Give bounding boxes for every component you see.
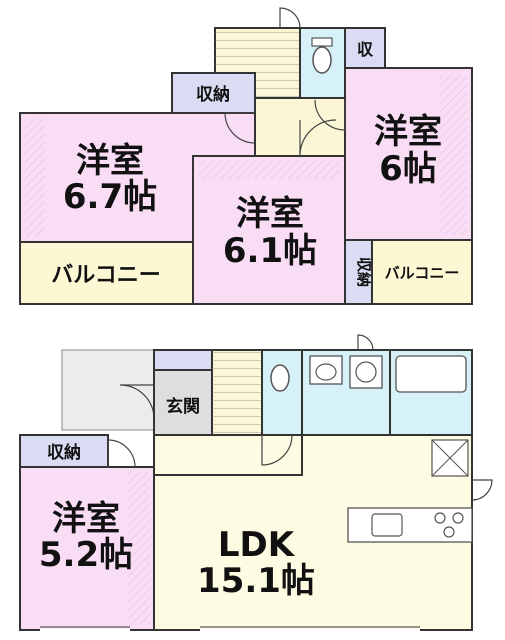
bedroom-ne-size: 6帖: [379, 149, 437, 189]
balcony-west-label: バルコニー: [51, 263, 161, 288]
shoe-storage: [153, 349, 213, 371]
bathtub-icon: [395, 355, 467, 393]
storage-vertical-label: 収納: [355, 257, 373, 287]
lower-toilet: [261, 349, 303, 436]
door-swing: [299, 119, 337, 157]
storage-sw-box: [19, 434, 109, 468]
ldk-size: 15.1帖: [197, 561, 315, 601]
lower-hall: [153, 434, 303, 476]
ldk-name: LDK: [218, 525, 296, 565]
door-swing: [107, 439, 136, 468]
door-swing: [279, 7, 301, 29]
kitchen-counter: [347, 507, 473, 543]
balcony-east: [371, 239, 473, 305]
bedroom-sw-name: 洋室: [52, 499, 120, 539]
balcony-east-label: バルコニー: [385, 264, 460, 282]
bedroom-nw-name: 洋室: [76, 141, 144, 181]
lower-floor: 玄関 LDK 15.1帖 収納: [19, 334, 493, 632]
storage-small-label: 収: [357, 40, 374, 59]
door-swing: [224, 112, 256, 144]
toilet-icon: [270, 364, 290, 392]
storage-sw-label: 収納: [47, 442, 81, 463]
door-swing: [314, 99, 346, 131]
washer-icon: [349, 355, 383, 389]
bedroom-center: [192, 155, 346, 305]
balcony-west: [19, 241, 194, 305]
upper-floor: 収 洋室 6帖 収納 洋室 6.7帖 洋室 6.1帖 収納 バルコニー バルコニ…: [19, 7, 473, 305]
storage-nw-label: 収納: [196, 84, 230, 105]
bedroom-sw-size: 5.2帖: [39, 535, 133, 575]
bedroom-ne-name: 洋室: [374, 112, 442, 152]
door-swing: [357, 334, 374, 351]
sink-icon: [309, 355, 343, 385]
stove-icon: [434, 512, 446, 524]
porch: [61, 349, 155, 431]
toilet-icon: [312, 46, 332, 74]
door-swing: [471, 479, 493, 501]
door-swing: [261, 434, 293, 466]
kitchen-sink-icon: [371, 513, 403, 537]
bedroom-nw-size: 6.7帖: [63, 177, 157, 217]
bedroom-center-size: 6.1帖: [223, 231, 317, 271]
bedroom-center-name: 洋室: [236, 194, 304, 234]
entrance-label: 玄関: [166, 396, 200, 417]
